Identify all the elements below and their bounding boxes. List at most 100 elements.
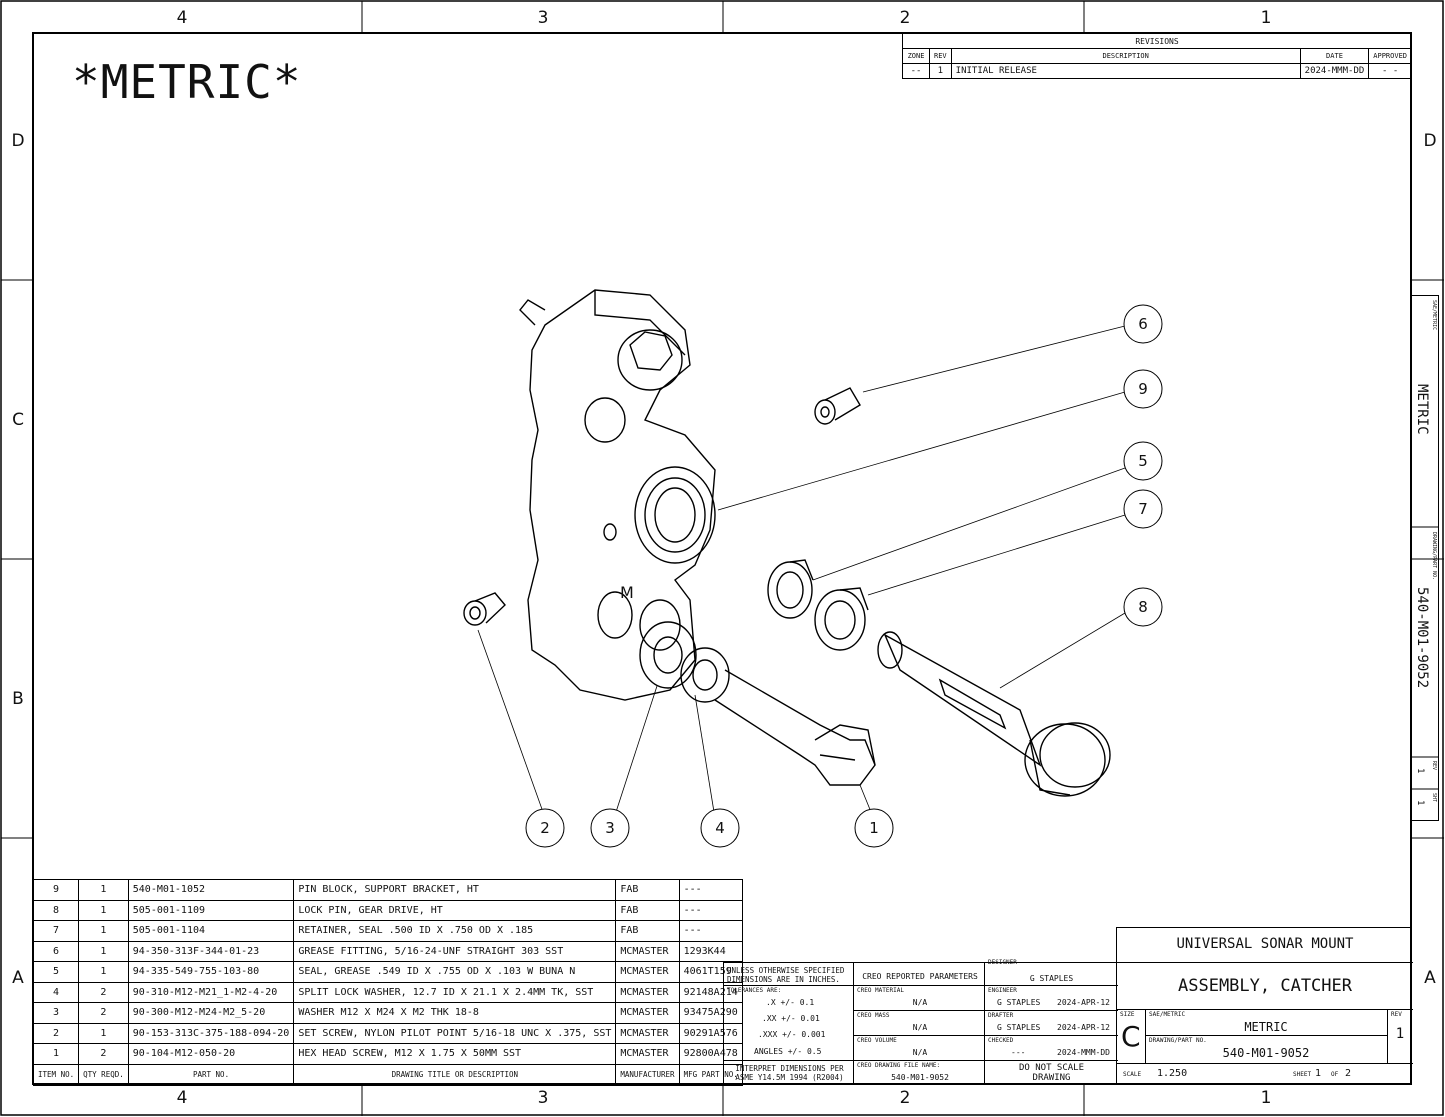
size-value: C [1121,1020,1141,1053]
bom-qty: 1 [78,920,129,942]
side-rev-label: REV [1431,761,1437,771]
retainer-part [814,587,869,651]
of-label: OF [1331,1071,1339,1078]
engineer-name: G STAPLES [997,998,1041,1007]
rev-header-zone: ZONE [902,48,930,64]
bom-mfg-part: --- [678,920,743,942]
size-label: SIZE [1120,1011,1135,1018]
rev-zone: -- [902,63,930,79]
bom-part-no: 505-001-1104 [127,920,295,942]
sheet-label: SHEET [1293,1071,1312,1078]
rev-header-description: DESCRIPTION [950,48,1301,64]
bom-part-no: 90-300-M12-M24-M2_5-20 [127,1002,295,1024]
rev-description: INITIAL RELEASE [950,63,1301,79]
drafter-label: DRAFTER [988,1012,1014,1019]
title-block: UNIVERSAL SONAR MOUNT ASSEMBLY, CATCHER … [1116,927,1413,1085]
bom-item: 8 [32,899,80,921]
zone-row-c-left: C [12,410,24,430]
part-number: 540-M01-9052 [1222,1046,1310,1060]
zone-column-1-bottom: 1 [1260,1088,1272,1108]
bom-manufacturer: MCMASTER [615,981,680,1003]
engineer-label: ENGINEER [988,987,1017,994]
set-screw-part [463,592,506,626]
bom-description: HEX HEAD SCREW, M12 X 1.75 X 50MM SST [293,1043,617,1065]
bom-mfg-part: 92148A214 [678,981,743,1003]
bom-manufacturer: MCMASTER [615,961,680,983]
bom-part-no: 540-M01-1052 [127,879,295,901]
engineer-date: 2024-APR-12 [1057,998,1110,1007]
bom-qty: 2 [78,1043,129,1065]
bom-description: GREASE FITTING, 5/16-24-UNF STRAIGHT 303… [293,940,617,962]
bom-part-no: 94-335-549-755-103-80 [127,961,295,983]
revisions-title: REVISIONS [902,33,1412,49]
drafter-name: G STAPLES [997,1023,1041,1032]
side-rev-value: 1 [1415,768,1425,774]
zone-column-4-top: 4 [176,8,188,28]
side-sheet-value: 1 [1415,800,1425,806]
tolerance-block: UNLESS OTHERWISE SPECIFIED DIMENSIONS AR… [723,962,855,1085]
bom-description: RETAINER, SEAL .500 ID X .750 OD X .185 [293,920,617,942]
drafter-date: 2024-APR-12 [1057,1023,1110,1032]
checked-name: --- [1011,1048,1026,1057]
side-sae-label: SAE/METRIC [1431,300,1437,331]
side-sae-value: METRIC [1414,384,1430,435]
bom-part-no: 90-153-313C-375-188-094-20 [127,1022,295,1044]
sae-label: SAE/METRIC [1149,1011,1186,1018]
do-not-scale: DO NOT SCALE DRAWING [1018,1063,1085,1083]
bom-qty: 1 [78,879,129,901]
balloon-5-label: 5 [1138,452,1148,470]
metric-note: *METRIC* [72,55,302,109]
project-title: UNIVERSAL SONAR MOUNT [1176,936,1354,952]
bom-qty: 1 [78,1022,129,1044]
zone-row-d-right: D [1423,131,1437,151]
bom-item: 9 [32,879,80,901]
bom-item: 7 [32,920,80,942]
bom-item: 3 [32,1002,80,1024]
bom-mfg-part: --- [678,879,743,901]
bom-item: 1 [32,1043,80,1065]
checked-date: 2024-MMM-DD [1057,1048,1110,1057]
zone-row-b-left: B [12,689,24,709]
zone-column-4-bottom: 4 [176,1088,188,1108]
zone-column-1-top: 1 [1260,8,1272,28]
bom-qty: 1 [78,899,129,921]
tolerance-xx: .XX +/- 0.01 [762,1014,820,1023]
lock-pin-part [877,631,1111,797]
bom-description: LOCK PIN, GEAR DRIVE, HT [293,899,617,921]
leader-lines [477,325,1126,813]
zone-row-d-left: D [11,131,25,151]
creo-file-label: CREO DRAWING FILE NAME: [857,1062,941,1069]
hex-screw-part [714,669,876,786]
bom-item: 5 [32,961,80,983]
exploded-assembly-view [463,289,1126,813]
tolerance-angles: ANGLES +/- 0.5 [754,1047,822,1056]
balloon-3-label: 3 [605,819,615,837]
balloon-4-label: 4 [715,819,725,837]
bom-manufacturer: MCMASTER [615,1043,680,1065]
bom-description: SPLIT LOCK WASHER, 12.7 ID X 21.1 X 2.4M… [293,981,617,1003]
designer-label: DESIGNER [988,959,1017,966]
sae-value: METRIC [1244,1020,1288,1034]
zone-row-a-right: A [1424,968,1436,988]
bom-part-no: 90-104-M12-050-20 [127,1043,295,1065]
bom-header-part-no: PART NO. [127,1063,295,1086]
creo-parameters-block: CREO REPORTED PARAMETERS CREO MATERIAL N… [853,962,986,1085]
rev-label: REV [1391,1011,1402,1018]
bom-mfg-part: --- [678,899,743,921]
seal-part [767,559,814,619]
bom-qty: 1 [78,940,129,962]
bom-item: 4 [32,981,80,1003]
bom-description: SEAL, GREASE .549 ID X .755 OD X .103 W … [293,961,617,983]
part-mark-m: M [620,583,634,602]
creo-mass-label: CREO MASS [857,1012,890,1019]
revisions-table: REVISIONS ZONE REV DESCRIPTION DATE APPR… [902,33,1412,79]
rev-header-rev: REV [929,48,952,64]
bom-manufacturer: MCMASTER [615,1022,680,1044]
rev-row: -- 1 INITIAL RELEASE 2024-MMM-DD - - [902,63,1412,79]
washer-part [639,621,697,689]
